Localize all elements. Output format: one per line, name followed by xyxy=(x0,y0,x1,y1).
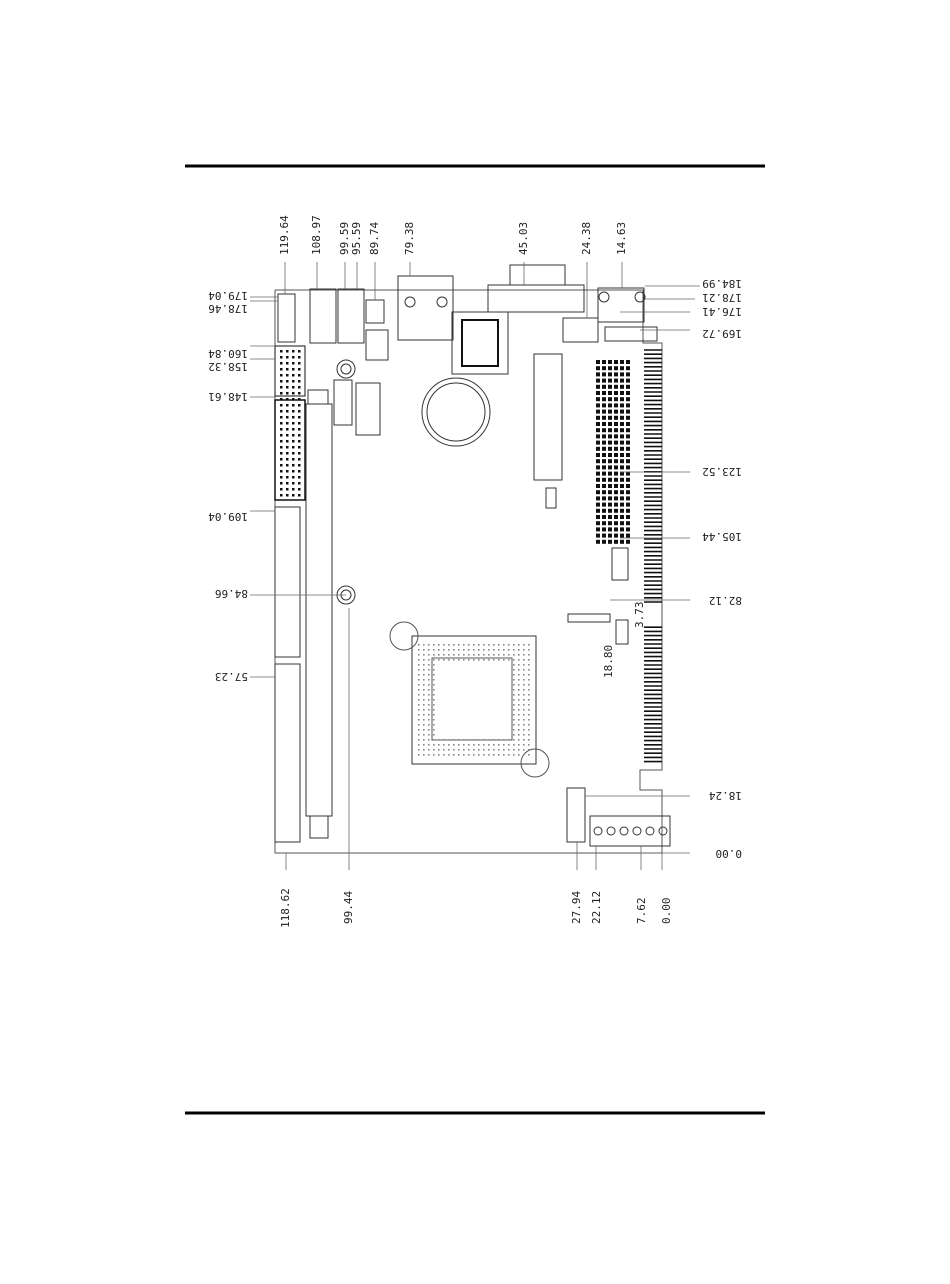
top-label: 95.59 xyxy=(350,222,363,255)
pin-header-small xyxy=(563,318,598,342)
left-label: 57.23 xyxy=(215,670,248,683)
top-label: 108.97 xyxy=(310,215,323,255)
top-label: 79.38 xyxy=(403,222,416,255)
bottom-label: 22.12 xyxy=(590,891,603,924)
db9-connector xyxy=(488,265,584,312)
left-label: 158.32 xyxy=(208,360,248,373)
ide-connector-upper xyxy=(275,507,300,657)
pc104-connector xyxy=(306,390,332,838)
right-label: 105.44 xyxy=(702,530,742,543)
fan-connector xyxy=(567,788,585,842)
left-label: 84.66 xyxy=(215,587,248,600)
bottom-label: 118.62 xyxy=(279,888,292,928)
bottom-label: 0.00 xyxy=(660,898,673,925)
edge-connector xyxy=(644,350,662,762)
left-label: 178.46 xyxy=(208,302,248,315)
right-label: 169.72 xyxy=(702,327,742,340)
bios-chip xyxy=(452,312,508,374)
power-connector xyxy=(590,816,670,846)
ide-connector-lower xyxy=(275,664,300,842)
top-label: 89.74 xyxy=(368,222,381,255)
memory-socket xyxy=(534,354,562,508)
dimension-lines xyxy=(250,262,700,870)
top-label: 14.63 xyxy=(615,222,628,255)
inner-label: 3.73 xyxy=(633,602,646,629)
inner-dimension-labels: 18.80 3.73 xyxy=(602,602,646,679)
right-label: 82.12 xyxy=(709,594,742,607)
lan-connector xyxy=(398,276,453,340)
bottom-dimension-labels: 118.62 99.44 27.94 22.12 7.62 0.00 xyxy=(279,888,673,928)
left-dimension-labels: 179.04 178.46 160.84 158.32 148.61 109.0… xyxy=(208,289,248,683)
jumper-blocks xyxy=(568,548,628,644)
left-label: 179.04 xyxy=(208,289,248,302)
left-label: 109.04 xyxy=(208,510,248,523)
right-label: 178.21 xyxy=(702,291,742,304)
right-dimension-labels: 184.99 178.21 176.41 169.72 123.52 105.4… xyxy=(702,277,742,860)
right-label: 176.41 xyxy=(702,305,742,318)
bottom-label: 27.94 xyxy=(570,891,583,924)
right-label: 184.99 xyxy=(702,277,742,290)
top-dimension-labels: 119.64 108.97 99.59 95.59 89.74 79.38 45… xyxy=(278,215,628,255)
battery xyxy=(422,378,490,446)
bottom-label: 99.44 xyxy=(342,891,355,924)
right-label: 123.52 xyxy=(702,465,742,478)
left-label: 148.61 xyxy=(208,390,248,403)
top-label: 45.03 xyxy=(517,222,530,255)
right-label: 18.24 xyxy=(709,789,742,802)
header-block-middle xyxy=(334,380,380,435)
top-label: 24.38 xyxy=(580,222,593,255)
bottom-label: 7.62 xyxy=(635,898,648,925)
usb-connector xyxy=(598,288,657,341)
header-connector-left xyxy=(278,289,388,360)
top-label: 119.64 xyxy=(278,215,291,255)
inner-label: 18.80 xyxy=(602,645,615,678)
right-label: 0.00 xyxy=(716,847,743,860)
left-label: 160.84 xyxy=(208,347,248,360)
